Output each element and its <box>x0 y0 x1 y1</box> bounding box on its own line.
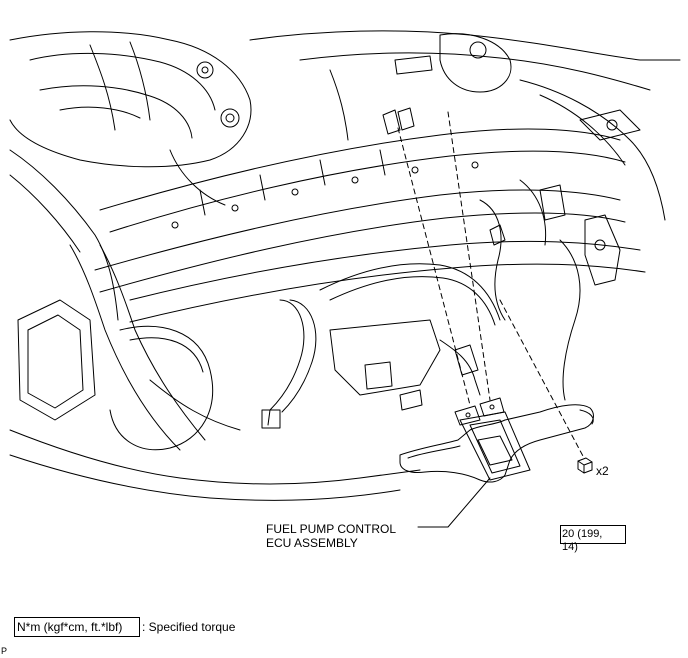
fuel-pump-control-ecu-assembly <box>399 397 594 483</box>
bolt-quantity-label: x2 <box>596 464 609 478</box>
torque-spec-line-1: 20 (199, <box>562 528 603 540</box>
upper-body-panel <box>249 30 681 221</box>
legend-description: : Specified torque <box>142 620 236 634</box>
legend-torque-units: N*m (kgf*cm, ft.*lbf) <box>17 620 123 634</box>
exhaust-and-side-rail <box>9 149 421 501</box>
frame-cross-members <box>94 128 646 323</box>
corner-mark: P <box>1 646 8 656</box>
torque-spec-box <box>560 525 626 544</box>
torque-spec-line-2: 14) <box>562 541 578 553</box>
wire-harness <box>261 107 621 429</box>
torque-spec-value: 20 (199, 14) <box>562 528 602 554</box>
part-name-line-2: ECU ASSEMBLY <box>266 536 358 550</box>
legend-torque-box <box>14 617 140 637</box>
bolt-icon <box>577 457 593 474</box>
installation-guide-lines <box>397 111 585 459</box>
part-name-leader-line <box>417 477 491 528</box>
part-name-label: FUEL PUMP CONTROL ECU ASSEMBLY <box>266 522 396 550</box>
part-name-line-1: FUEL PUMP CONTROL <box>266 522 397 536</box>
transmission-housing <box>9 31 252 206</box>
